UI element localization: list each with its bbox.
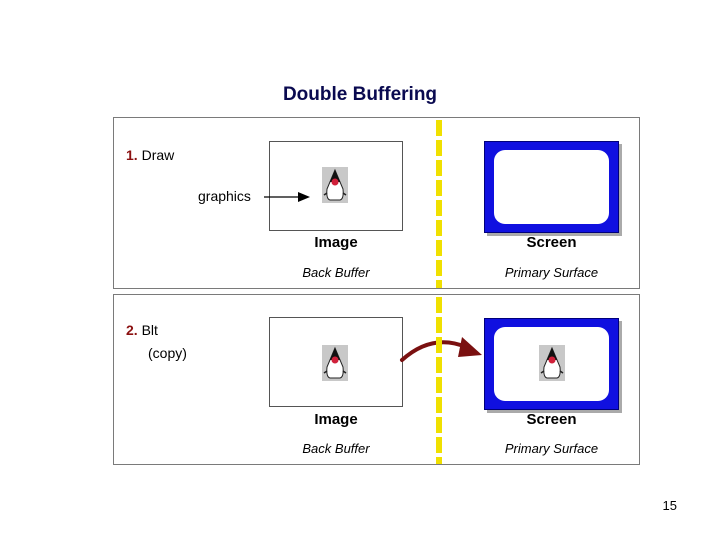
screen-display-area [494, 150, 609, 224]
primary-surface-title: Screen [526, 411, 577, 428]
step-1-panel: 1. Draw graphics Image Back Buffer Scree… [113, 117, 640, 289]
primary-surface-subtitle: Primary Surface [504, 441, 599, 456]
back-buffer-image-box [269, 141, 403, 231]
step-1-heading: 1. Draw [126, 147, 174, 163]
screen-display-area [494, 327, 609, 401]
step-2-number: 2. [126, 322, 138, 338]
back-buffer-title: Image [314, 411, 358, 428]
back-buffer-image-box [269, 317, 403, 407]
primary-surface-screen [484, 141, 619, 233]
step-2-heading: 2. Blt [126, 322, 158, 338]
primary-surface-subtitle: Primary Surface [504, 265, 599, 280]
primary-surface-screen [484, 318, 619, 410]
duke-mascot-icon [539, 345, 565, 381]
buffer-divider-line [436, 297, 442, 464]
buffer-divider-line [436, 120, 442, 288]
back-buffer-title: Image [314, 234, 358, 251]
back-buffer-subtitle: Back Buffer [302, 441, 370, 456]
curved-arrow-icon [400, 337, 482, 362]
diagram-title: Double Buffering [282, 84, 438, 105]
step-2-panel: 2. Blt (copy) Image Back Buffer Screen P… [113, 294, 640, 465]
primary-surface-title: Screen [526, 234, 577, 251]
graphics-label: graphics [198, 188, 251, 204]
step-1-label: Draw [141, 147, 175, 163]
arrow-right-icon [264, 192, 310, 202]
step-2-sublabel: (copy) [148, 345, 187, 361]
back-buffer-subtitle: Back Buffer [302, 265, 370, 280]
step-1-number: 1. [126, 147, 138, 163]
step-2-label: Blt [141, 322, 158, 338]
duke-mascot-icon [322, 345, 348, 381]
page-number: 15 [662, 498, 677, 513]
duke-mascot-icon [322, 167, 348, 203]
